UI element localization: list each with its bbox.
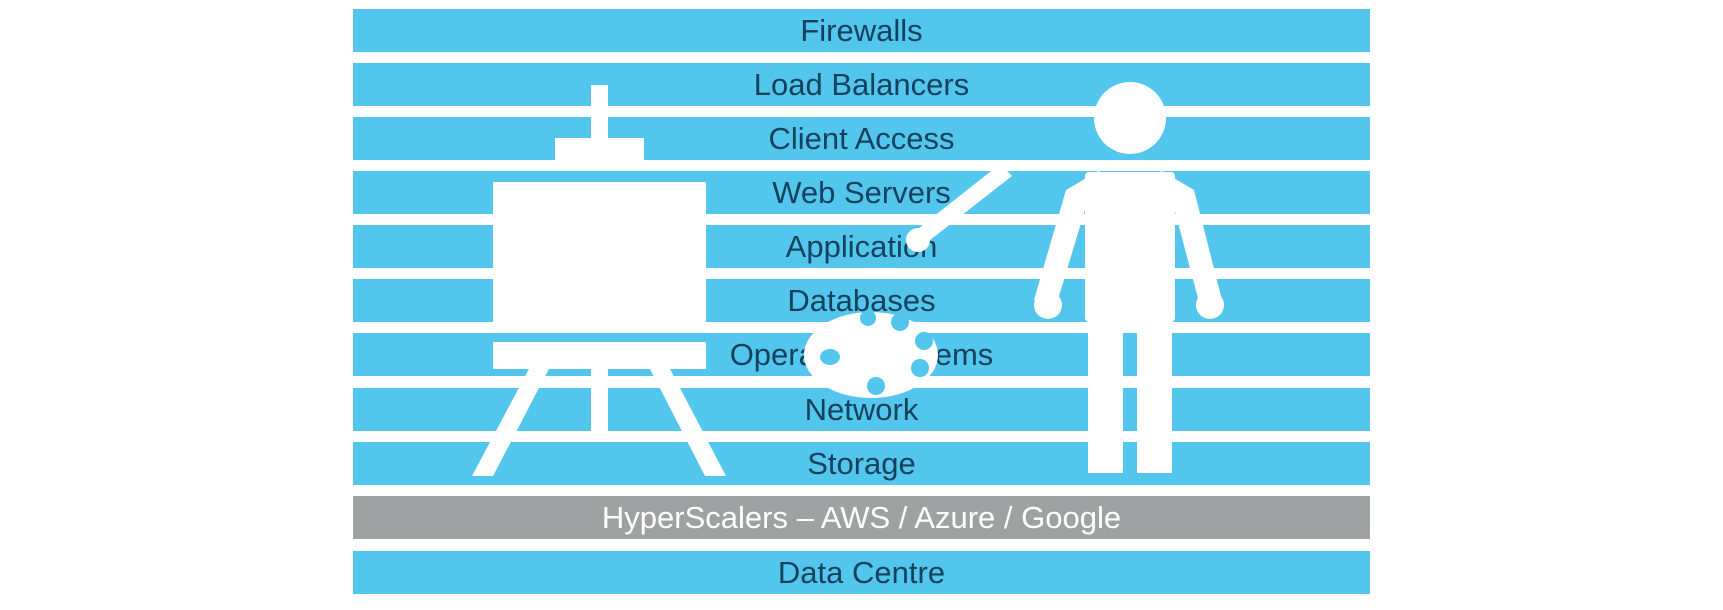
layer-label: Data Centre — [777, 554, 946, 590]
layer-label: Application — [785, 228, 938, 264]
layer-label: Storage — [807, 445, 916, 481]
layer-network: Network — [353, 388, 1370, 431]
layer-databases: Databases — [353, 279, 1370, 322]
layer-load-balancers: Load Balancers — [353, 63, 1370, 106]
layer-web-servers: Web Servers — [353, 171, 1370, 214]
layer-label: HyperScalers – AWS / Azure / Google — [601, 499, 1122, 535]
layer-firewalls: Firewalls — [353, 9, 1370, 52]
layer-label: Network — [804, 391, 919, 427]
layer-label: Client Access — [768, 120, 955, 156]
layer-label: Load Balancers — [753, 66, 970, 102]
layer-label: Operating Systems — [729, 336, 994, 372]
layer-client-access: Client Access — [353, 117, 1370, 160]
layer-storage: Storage — [353, 442, 1370, 485]
layer-label: Databases — [787, 282, 936, 318]
layer-label: Web Servers — [772, 174, 951, 210]
layer-hyperscalers: HyperScalers – AWS / Azure / Google — [353, 496, 1370, 539]
layer-application: Application — [353, 225, 1370, 268]
layer-data-centre: Data Centre — [353, 551, 1370, 594]
layer-operating-systems: Operating Systems — [353, 333, 1370, 376]
layer-label: Firewalls — [800, 12, 923, 48]
